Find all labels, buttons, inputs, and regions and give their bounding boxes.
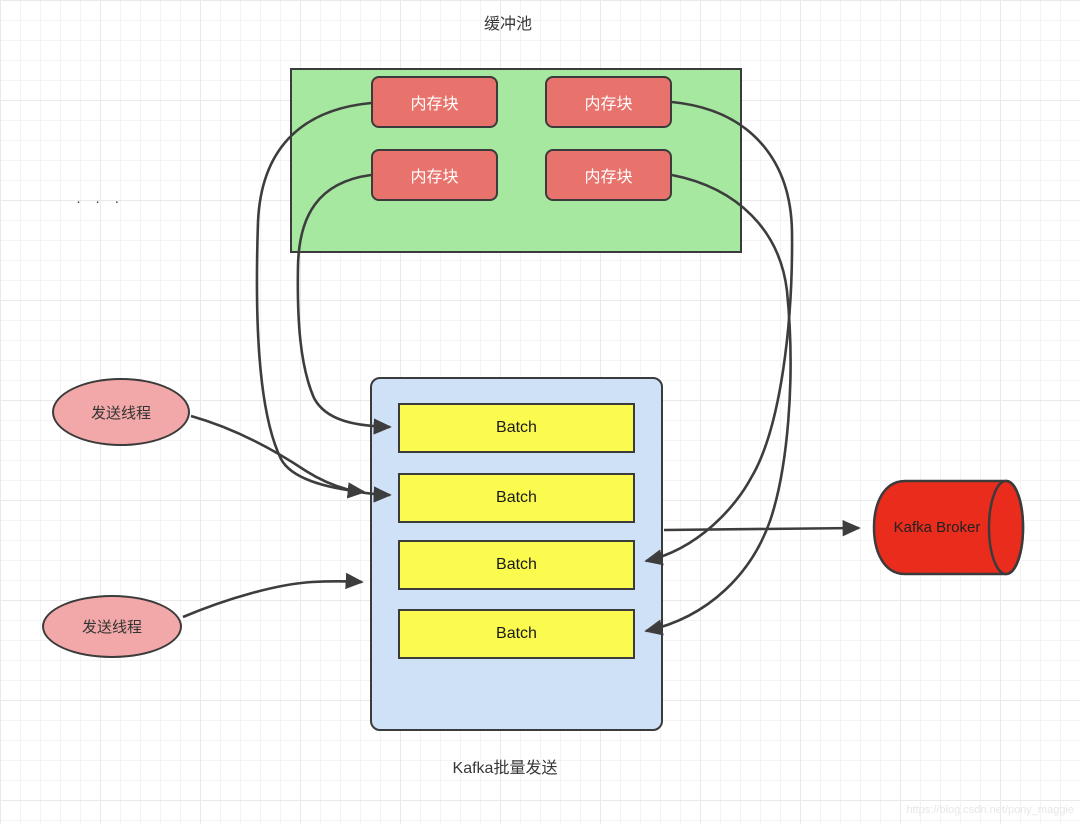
ellipsis-text: · · · [76, 193, 125, 210]
batch-2: Batch [398, 473, 635, 523]
memory-block-bottom-left: 内存块 [371, 149, 498, 201]
memory-block-label: 内存块 [584, 96, 633, 113]
memory-block-bottom-right: 内存块 [545, 149, 672, 201]
arrow-send-thread-2-to-batch-container [182, 572, 364, 619]
memory-block-top-left: 内存块 [371, 76, 498, 128]
memory-block-label: 内存块 [584, 169, 633, 186]
batch-3: Batch [398, 540, 635, 590]
batch-label: Batch [496, 625, 537, 642]
arrow-memblock-top-left-to-batch-2 [255, 101, 372, 499]
batch-1: Batch [398, 403, 635, 453]
memory-block-label: 内存块 [410, 96, 459, 113]
send-thread-label: 发送线程 [81, 619, 142, 636]
memory-block-label: 内存块 [410, 169, 459, 186]
kafka-broker-end-cap [987, 479, 1025, 576]
arrow-memblock-bottom-right-to-batch-4 [644, 173, 792, 636]
memory-block-top-right: 内存块 [545, 76, 672, 128]
kafka-broker-label: Kafka Broker [893, 519, 981, 536]
arrow-batch-container-to-kafka-broker [663, 519, 861, 537]
batch-4: Batch [398, 609, 635, 659]
send-thread-2: 发送线程 [42, 595, 182, 658]
batch-label: Batch [496, 489, 537, 506]
arrow-memblock-top-right-to-batch-3 [644, 100, 794, 566]
batch-container-label: Kafka批量发送 [452, 760, 558, 777]
arrow-send-thread-1-to-batch-2 [190, 414, 392, 503]
send-thread-label: 发送线程 [90, 404, 151, 422]
send-thread-1: 发送线程 [52, 378, 190, 446]
diagram-title: 缓冲池 [483, 16, 533, 33]
batch-label: Batch [496, 419, 537, 436]
watermark-text: https://blog.csdn.net/pony_maggie [906, 804, 1074, 816]
kafka-broker-cylinder [872, 479, 1025, 576]
batch-label: Batch [496, 556, 537, 573]
arrow-memblock-bottom-left-to-batch-1 [296, 173, 392, 435]
